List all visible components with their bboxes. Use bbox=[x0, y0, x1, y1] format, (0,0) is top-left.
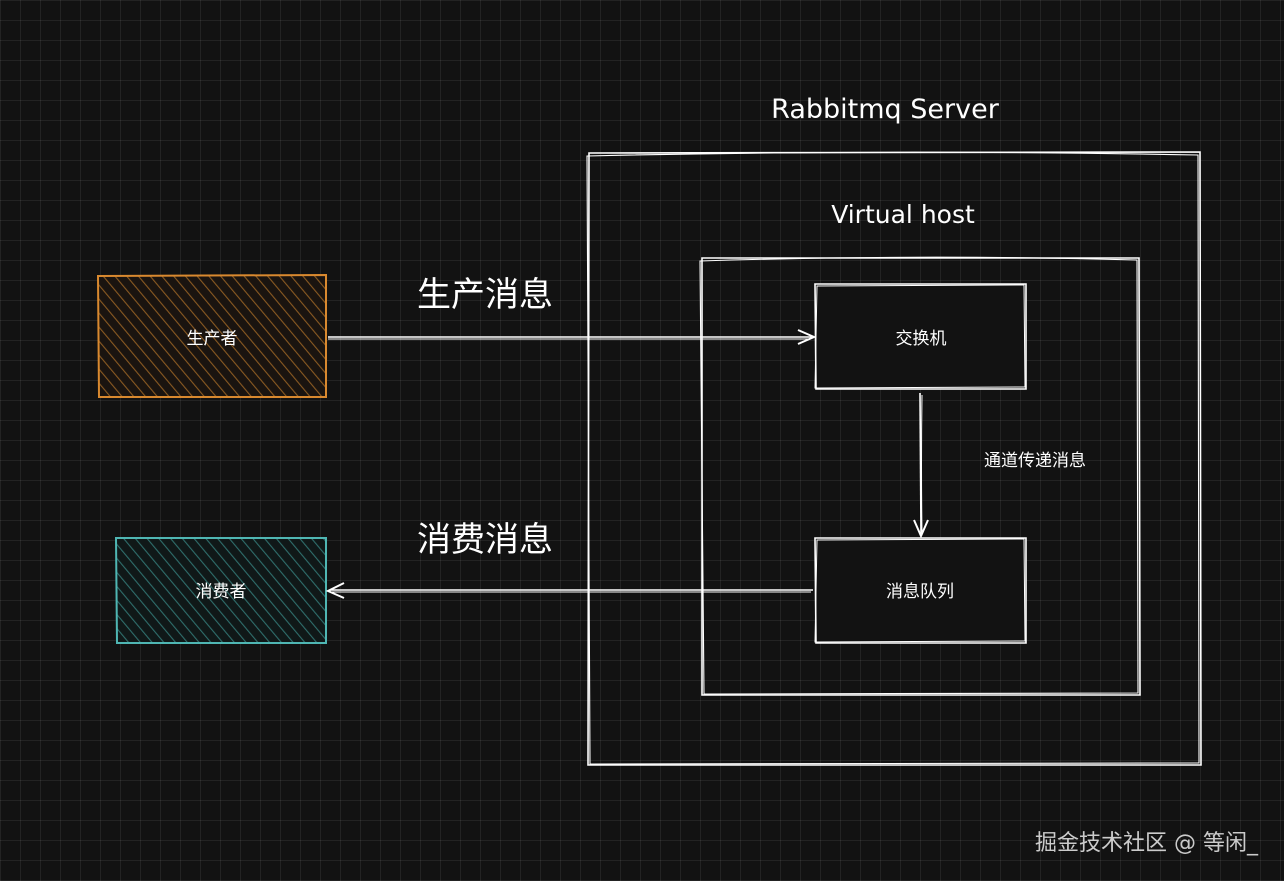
queue-label: 消息队列 bbox=[886, 582, 954, 602]
consume-edge bbox=[325, 582, 813, 599]
vhost-title: Virtual host bbox=[831, 200, 975, 229]
channel-edge bbox=[913, 392, 929, 539]
exchange-node: 交换机 bbox=[814, 283, 1027, 390]
server-box bbox=[586, 151, 1202, 766]
channel-edge-label: 通道传递消息 bbox=[984, 451, 1086, 471]
vhost-box bbox=[699, 256, 1141, 696]
consumer-label: 消费者 bbox=[196, 582, 247, 602]
consumer-node: 消费者 bbox=[114, 537, 327, 644]
produce-edge bbox=[327, 329, 817, 345]
exchange-label: 交换机 bbox=[896, 329, 947, 349]
server-title: Rabbitmq Server bbox=[771, 94, 1000, 125]
watermark: 掘金技术社区 @ 等闲_ bbox=[1035, 831, 1258, 856]
produce-edge-label: 生产消息 bbox=[417, 275, 553, 315]
consume-edge-label: 消费消息 bbox=[417, 520, 553, 560]
producer-label: 生产者 bbox=[187, 329, 238, 349]
queue-node: 消息队列 bbox=[814, 537, 1027, 644]
producer-node: 生产者 bbox=[96, 273, 327, 398]
